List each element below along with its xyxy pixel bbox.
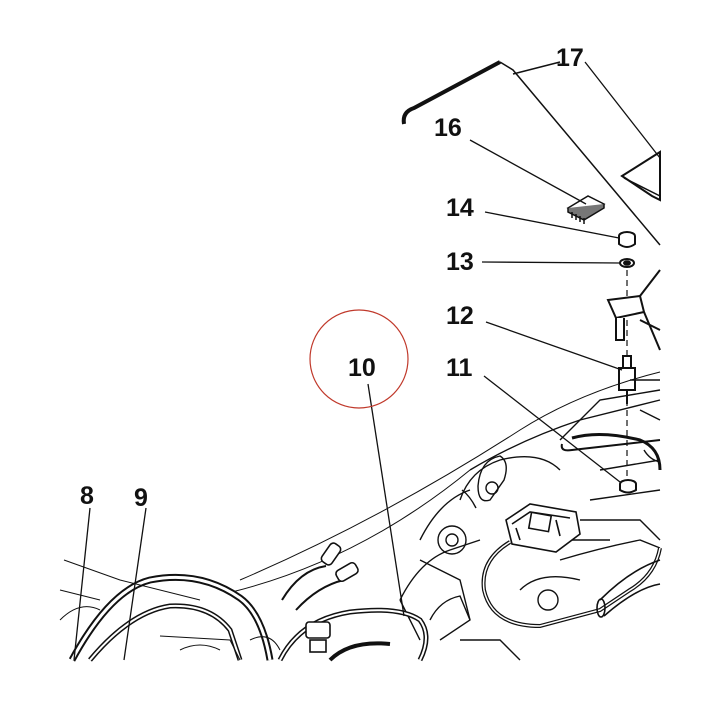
part-17-panel	[620, 150, 661, 202]
callout-16: 16	[434, 114, 462, 142]
part-11-nut	[619, 479, 637, 494]
part-13-washer	[619, 258, 635, 268]
upper-cable	[571, 432, 662, 471]
sensor-cable	[481, 540, 662, 629]
wire-harness	[59, 559, 429, 662]
right-tube	[596, 559, 661, 618]
frame-body	[231, 371, 661, 661]
callout-14: 14	[446, 194, 474, 222]
sensor-connector	[505, 503, 581, 553]
highlight-circle-10	[309, 309, 409, 409]
callout-12: 12	[446, 302, 474, 330]
callout-17: 17	[556, 44, 584, 72]
leader-11	[483, 375, 621, 483]
leader-14	[484, 211, 620, 239]
callout-8: 8	[80, 482, 94, 510]
leader-lines	[73, 61, 661, 661]
part-14-cap	[618, 231, 636, 248]
callout-13: 13	[446, 248, 474, 276]
leader-9	[123, 507, 147, 661]
leader-13	[481, 261, 621, 264]
leader-17	[584, 61, 661, 159]
callout-9: 9	[134, 484, 148, 512]
callout-11: 11	[446, 354, 473, 382]
leader-12	[485, 321, 623, 371]
part-12-stud	[618, 355, 636, 404]
leader-10	[367, 383, 405, 617]
leader-16	[469, 139, 587, 205]
callout-10: 10	[348, 354, 376, 382]
cover-outline	[401, 60, 661, 246]
hose-plugs	[305, 542, 359, 653]
mounting-bracket	[606, 269, 661, 351]
part-16-clip	[566, 195, 606, 224]
leader-8	[73, 507, 91, 661]
callout-labels: 17 16 14 13 12 11 10 9 8	[80, 44, 584, 512]
